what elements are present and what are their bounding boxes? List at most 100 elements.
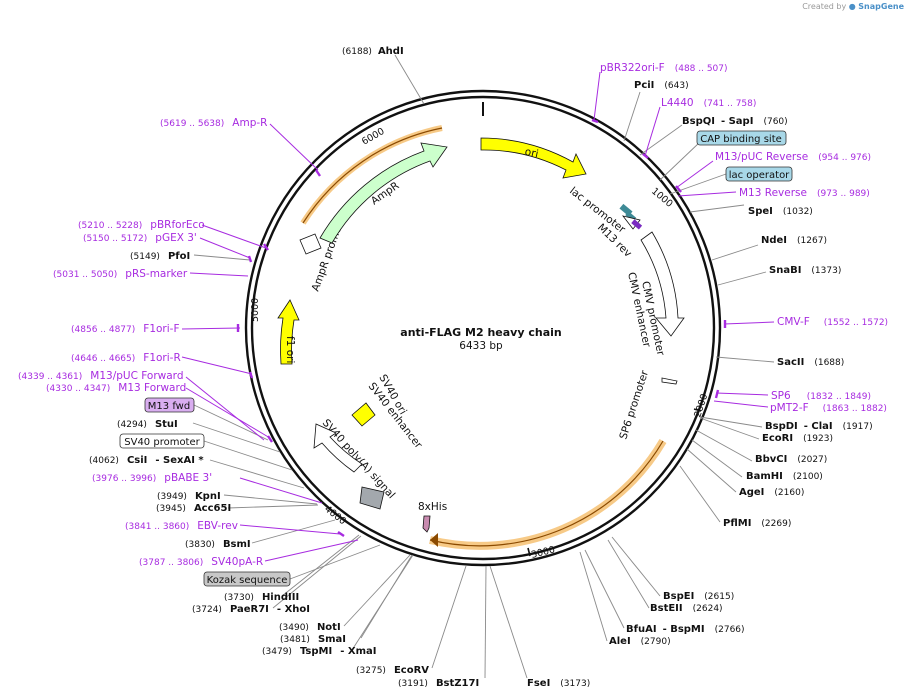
tick-1000: 1000 [649, 186, 675, 210]
enzyme-bspdi: BspDI- ClaI(1917) [765, 421, 873, 432]
mark-ampr [315, 169, 321, 177]
leader-bfuai [584, 549, 625, 629]
primer-leader-ampr [269, 123, 319, 171]
primer-leader-m13-rev [677, 191, 737, 197]
leader-paer7i [272, 535, 362, 609]
primer-leader-m13puc-fwd [185, 376, 265, 441]
enzyme-pfoi: (5149)PfoI [130, 251, 190, 262]
primer-leader-m13puc-rev [675, 160, 714, 189]
plasmid-name: anti-FLAG M2 heavy chain [400, 326, 561, 339]
primer-leader-cmvf [723, 321, 775, 325]
mark-pgex [247, 255, 253, 263]
leader-spei [689, 204, 745, 213]
sv40-polya-label: SV40 poly(A) signal [320, 417, 398, 501]
sp6-promoter-label: SP6 promoter [617, 368, 651, 441]
leader-kpni [223, 494, 318, 505]
enzyme-sacii: SacII(1688) [777, 357, 844, 368]
enzyme-smai: (3481)SmaI [280, 634, 346, 645]
leader-agei [686, 448, 737, 493]
primer-sp6: SP6(1832 .. 1849) [771, 390, 871, 402]
enzyme-pcii: PciI(643) [634, 80, 689, 91]
primer-f1ori-r: (4646 .. 4665)F1ori-R [71, 352, 181, 364]
leader-sv40-promoter [203, 440, 293, 471]
sp6-promoter-feature [661, 377, 678, 385]
enzyme-bspei: BspEI(2615) [663, 591, 734, 602]
enzyme-fsei: FseI(3173) [527, 678, 590, 689]
cap-binding-label: CAP binding site [700, 134, 782, 145]
mark-pbr322 [591, 118, 599, 124]
leader-ecorv [431, 565, 467, 669]
leader-bsmi [251, 519, 336, 544]
tick-5000: 5000 [250, 298, 261, 322]
m13-rev-feature [631, 219, 643, 230]
primer-pbr322ori-f: pBR322ori-F(488 .. 507) [600, 62, 728, 74]
primer-leader-pgex [199, 237, 251, 259]
primer-m13-reverse: M13 Reverse(973 .. 989) [739, 187, 870, 199]
tick-2000-mark [693, 408, 702, 412]
enzyme-bsteii: BstEII(2624) [650, 603, 723, 614]
leader-kozak [289, 544, 381, 580]
f1-ori-label: f1 ori [284, 336, 296, 363]
primer-sv40pa-r: (3787 .. 3806)SV40pA-R [139, 556, 263, 568]
enzyme-kpni: (3949)KpnI [157, 491, 221, 502]
heavy-chain-cds-arrowhead [430, 533, 438, 547]
primer-m13puc-reverse: M13/pUC Reverse(954 .. 976) [715, 151, 871, 163]
primer-pbabe3: (3976 .. 3996)pBABE 3' [92, 472, 212, 484]
enzyme-bsmi: (3830)BsmI [185, 539, 251, 550]
heavy-chain-cds-line [429, 440, 664, 547]
sv40-promoter-box [119, 433, 205, 449]
plasmid-length: 6433 bp [459, 340, 503, 352]
enzyme-csii: (4062)CsiI- SexAI * [89, 455, 204, 466]
ampr-cds-line [302, 127, 443, 224]
primer-ebv-rev: (3841 .. 3860)EBV-rev [125, 520, 238, 532]
leader-csii [209, 459, 305, 489]
primer-pmt2-f: pMT2-F(1863 .. 1882) [770, 402, 887, 414]
primer-leader-m13-fwd [185, 387, 271, 439]
leader-fsei [489, 565, 528, 679]
leader-lacop [669, 173, 727, 195]
enzyme-noti: (3490)NotI [279, 622, 341, 633]
leader-stui [192, 422, 281, 453]
primer-l4440: L4440(741 .. 758) [661, 97, 756, 109]
leader-sacii [715, 356, 775, 363]
leader-cap [659, 141, 701, 181]
primer-leader-pbrforeco [201, 224, 267, 249]
heavy-chain-cds-band [429, 438, 667, 550]
leader-pcii [623, 91, 641, 142]
m13-fwd-box [144, 397, 195, 413]
leader-pflmi [679, 465, 721, 523]
lac-operator-label: lac operator [729, 170, 790, 181]
enzyme-alei: AleI(2790) [609, 636, 671, 647]
leader-hindiii [281, 534, 360, 597]
enzyme-acc65i: (3945)Acc65I [156, 503, 231, 514]
primer-leader-lines [181, 71, 775, 562]
sv40-polya-feature [359, 486, 385, 510]
leader-bstz17i [484, 565, 487, 679]
enzyme-agei: AgeI(2160) [739, 487, 804, 498]
tick-4000: 4000 [322, 504, 348, 528]
enzyme-pflmi: PflMI(2269) [723, 518, 791, 529]
leader-m13fwd [193, 404, 269, 441]
kozak-box [203, 571, 291, 587]
mark-ebv [337, 531, 345, 537]
ori-feature [480, 137, 587, 179]
enzyme-leader-lines [192, 54, 775, 679]
his-tag-feature [422, 515, 431, 533]
leader-alei [579, 551, 608, 642]
enzyme-tspmi: (3479)TspMI- XmaI [262, 646, 376, 657]
primer-leader-l4440 [644, 106, 661, 157]
primer-binding-marks [236, 118, 727, 537]
enzyme-paer7i: (3724)PaeR7I- XhoI [192, 604, 310, 615]
enzyme-ahdi: (6188)AhdI [342, 46, 404, 57]
primer-leader-prs [189, 272, 249, 277]
leader-pfoi [193, 254, 251, 261]
watermark-brand: SnapGene [858, 2, 904, 11]
sv40-promoter-feature [313, 423, 363, 473]
leader-ndei [711, 244, 759, 261]
primer-m13-forward: (4330 .. 4347)M13 Forward [46, 382, 186, 394]
primer-pgex3: (5150 .. 5172)pGEX 3' [83, 232, 197, 244]
leader-ahdi [394, 54, 425, 105]
cap-binding-box [696, 130, 787, 146]
primer-leader-sv40pa [264, 539, 359, 562]
